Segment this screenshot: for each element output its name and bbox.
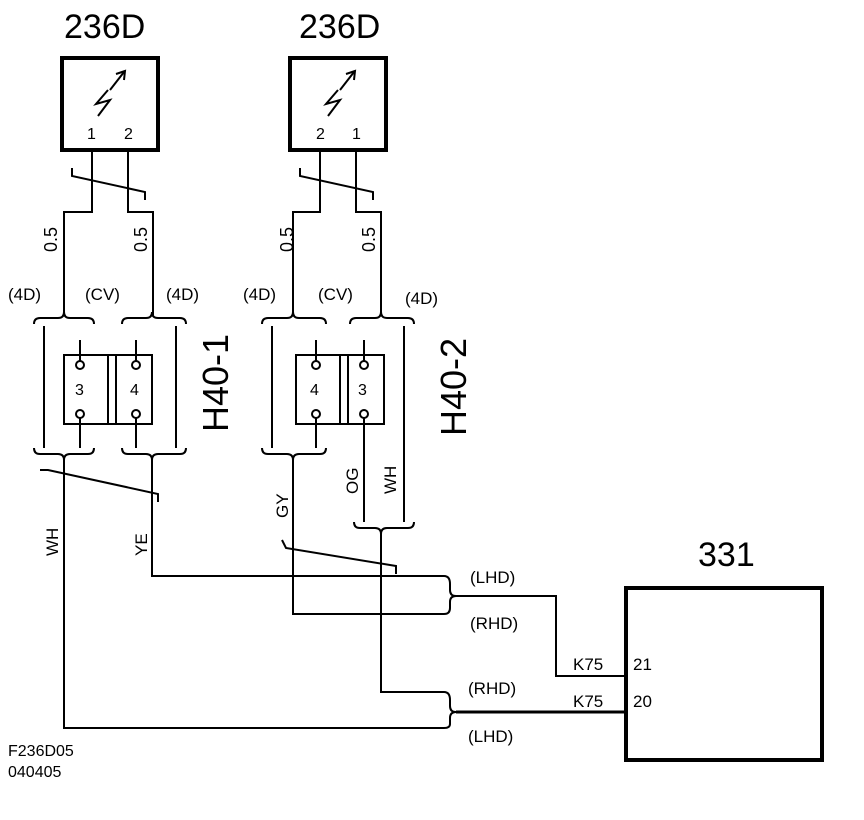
- terminal-name-label: K75: [573, 655, 603, 674]
- module-box: [624, 586, 824, 762]
- sensor-symbol-icon: [93, 69, 127, 117]
- wire-color-label: YE: [132, 533, 151, 556]
- connector-label: H40-2: [433, 338, 474, 436]
- wire-color-label: OG: [343, 468, 362, 494]
- sensor-right-label: 236D: [299, 8, 380, 46]
- figure-code: F236D05: [8, 743, 74, 760]
- gauge-label: 0.5: [359, 227, 379, 252]
- connector-h40-2: 4 3 H40-2: [261, 311, 474, 535]
- variant-label: (LHD): [468, 727, 513, 746]
- module-pin-label: 20: [633, 692, 652, 711]
- right-harness-wires: 0.5 0.5: [277, 150, 382, 315]
- sensor-left-label: 236D: [64, 8, 145, 46]
- wire-color-label: GY: [273, 493, 292, 518]
- left-harness-wires: 0.5 0.5: [41, 150, 154, 315]
- sensor-symbol-icon: [323, 69, 357, 117]
- terminal-name-label: K75: [573, 692, 603, 711]
- twisted-pair-icon: [40, 469, 159, 502]
- sensor-right-pin-a: 2: [316, 126, 325, 143]
- twisted-pair-icon: [71, 168, 146, 200]
- connector-pin-label: 3: [358, 382, 367, 399]
- connector-h40-1: 3 4 H40-1: [33, 311, 236, 461]
- variant-label: (4D): [243, 285, 276, 304]
- gauge-label: 0.5: [277, 227, 297, 252]
- sensor-left: 236D 1 2: [60, 8, 160, 152]
- sensor-left-box: [60, 56, 160, 152]
- wire-color-label: WH: [43, 528, 62, 556]
- module-label: 331: [698, 536, 755, 574]
- sensor-right-box: [288, 56, 388, 152]
- sensor-left-pin-b: 2: [124, 126, 133, 143]
- connector-label: H40-1: [195, 334, 236, 432]
- sensor-left-pin-a: 1: [87, 126, 96, 143]
- connector-pin-label: 4: [310, 382, 319, 399]
- variant-label: (RHD): [470, 614, 518, 633]
- wire-color-label: WH: [381, 466, 400, 494]
- variant-label: (CV): [318, 285, 353, 304]
- variant-label: (4D): [8, 285, 41, 304]
- sensor-right-pin-b: 1: [352, 126, 361, 143]
- gauge-label: 0.5: [131, 227, 151, 252]
- variant-label: (4D): [166, 285, 199, 304]
- twisted-pair-icon: [299, 168, 374, 200]
- variant-label: (4D): [405, 289, 438, 308]
- lower-wires: [40, 460, 626, 729]
- gauge-label: 0.5: [41, 227, 61, 252]
- variant-label: (LHD): [470, 568, 515, 587]
- module-331: 331 21 20: [624, 536, 824, 762]
- sensor-right: 236D 2 1: [288, 8, 388, 152]
- twisted-pair-icon: [281, 539, 397, 574]
- connector-pin-label: 4: [130, 382, 139, 399]
- variant-label: (CV): [85, 285, 120, 304]
- figure-date: 040405: [8, 764, 61, 781]
- module-pin-label: 21: [633, 655, 652, 674]
- variant-label: (RHD): [468, 679, 516, 698]
- connector-pin-label: 3: [75, 382, 84, 399]
